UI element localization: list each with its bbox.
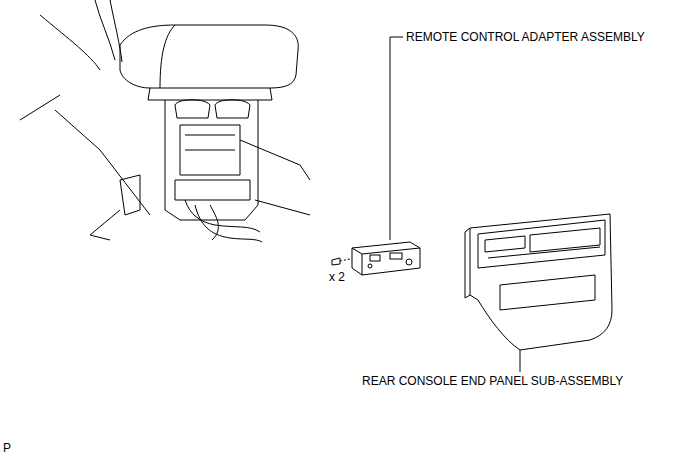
panel-illustration — [465, 214, 612, 350]
part-name: REAR CONSOLE END PANEL SUB-ASSEMBLY — [362, 374, 623, 388]
page-mark: P — [3, 441, 11, 455]
leader-line — [390, 37, 403, 240]
console-illustration — [20, 0, 310, 242]
part-name: REMOTE CONTROL ADAPTER ASSEMBLY — [406, 30, 645, 44]
adapter-illustration — [332, 242, 420, 275]
quantity-label: x 2 — [329, 270, 345, 284]
leader-line — [520, 350, 521, 372]
